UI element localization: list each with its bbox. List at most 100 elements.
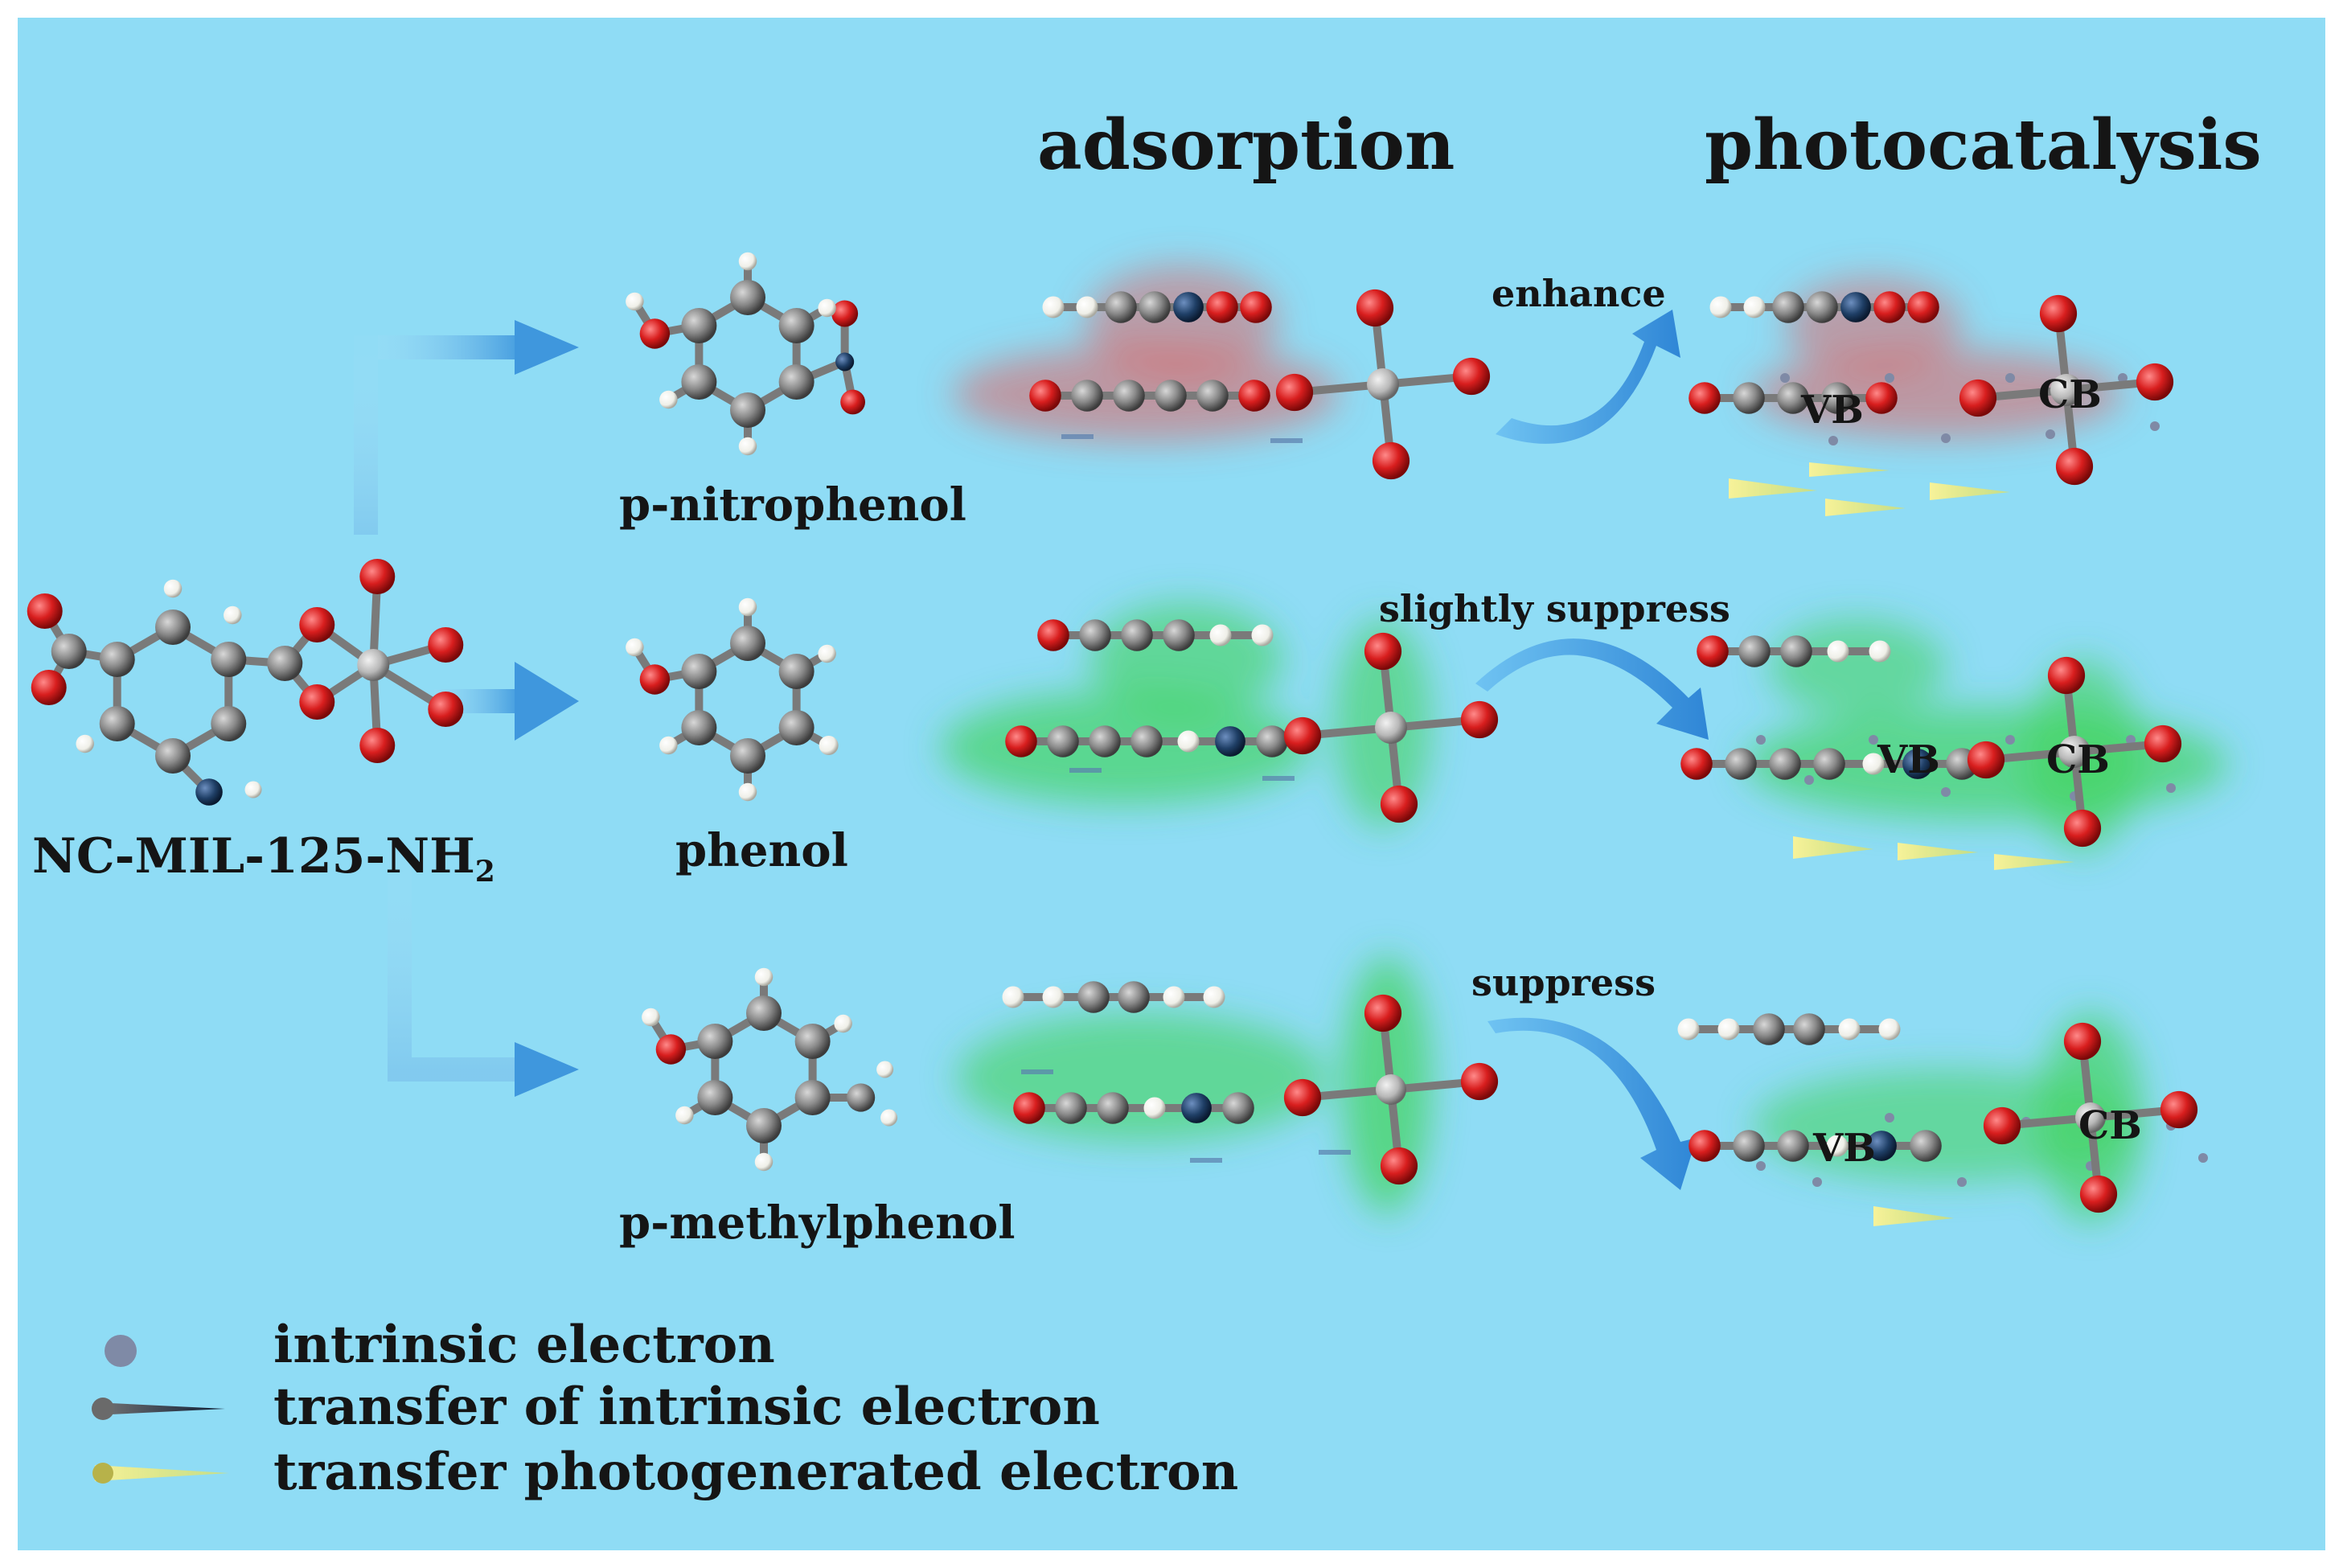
carbon-atom [1077, 981, 1110, 1013]
photocatalysis-header: photocatalysis [1705, 105, 2262, 186]
carbon-atom [1118, 981, 1150, 1013]
nitrogen-atom [1866, 1131, 1897, 1161]
hydrogen-atom [224, 605, 242, 625]
carbon-atom [1047, 725, 1079, 757]
hydrogen-atom [1862, 753, 1885, 775]
carbon-atom [847, 1083, 876, 1112]
carbon-atom [681, 710, 717, 745]
carbon-atom [730, 392, 765, 428]
oxygen-atom [1380, 785, 1418, 823]
carbon-atom [1222, 1092, 1254, 1124]
carbon-atom [211, 706, 247, 741]
oxygen-atom [299, 684, 335, 720]
yellow-transfer-arrow-icon [95, 1465, 229, 1481]
carbon-atom [1772, 291, 1804, 323]
effect-label-3: suppress [1471, 961, 1656, 1004]
carbon-atom [1753, 1013, 1785, 1045]
legend-label-3: transfer photogenerated electron [273, 1442, 1239, 1502]
oxygen-atom [639, 318, 671, 349]
oxygen-atom [1865, 382, 1898, 414]
oxygen-atom [2063, 1022, 2102, 1061]
hydrogen-atom [1251, 624, 1274, 646]
arrow-head-icon [515, 1042, 579, 1097]
effect-label-2: slightly suppress [1379, 587, 1730, 630]
molecule-atoms [27, 252, 2198, 1213]
carbon-atom [1113, 380, 1145, 412]
carbon-atom [267, 646, 303, 681]
oxygen-atom [2047, 656, 2086, 695]
oxygen-atom [359, 559, 396, 594]
carbon-atom [697, 1080, 733, 1115]
titanium-atom [2075, 1102, 2106, 1133]
oxygen-atom [1283, 716, 1322, 755]
hydrogen-atom [1709, 296, 1732, 318]
carbon-atom [1105, 291, 1137, 323]
nitrogen-atom [1902, 749, 1933, 779]
oxygen-atom [2144, 724, 2182, 763]
intrinsic-transfer-dashes [1021, 434, 1351, 1163]
carbon-atom [1155, 380, 1187, 412]
hydrogen-atom [642, 1008, 660, 1027]
carbon-atom [697, 1024, 733, 1059]
carbon-atom [1780, 635, 1812, 667]
oxygen-atom [1680, 748, 1713, 780]
oxygen-atom [1364, 632, 1402, 671]
oxygen-atom [655, 1034, 687, 1065]
oxygen-atom [2136, 363, 2174, 401]
carbon-atom [1079, 619, 1111, 651]
oxygen-atom [1452, 357, 1491, 396]
oxygen-atom [2160, 1090, 2198, 1129]
vb-label-3: VB [1813, 1126, 1876, 1171]
oxygen-atom [1907, 291, 1939, 323]
oxygen-atom [359, 728, 396, 763]
hydrogen-atom [819, 736, 839, 755]
titanium-atom [2058, 736, 2091, 768]
carbon-atom [1769, 748, 1801, 780]
carbon-atom [794, 1024, 831, 1059]
oxygen-atom [428, 692, 464, 727]
legend-label-1: intrinsic electron [273, 1315, 775, 1375]
vb-label-1: VB [1801, 388, 1864, 433]
nitrogen-atom [835, 352, 855, 371]
carbon-atom [1813, 748, 1845, 780]
carbon-atom [730, 280, 765, 315]
titanium-atom [357, 649, 390, 681]
oxygen-atom [2063, 809, 2102, 848]
hydrogen-atom [659, 736, 678, 755]
hydrogen-atom [1143, 1097, 1166, 1119]
adsorption-header: adsorption [1037, 105, 1455, 186]
oxygen-atom [1356, 289, 1394, 327]
carbon-atom [1139, 291, 1171, 323]
hydrogen-atom [1163, 986, 1185, 1008]
carbon-atom [778, 710, 815, 745]
carbon-atom [99, 642, 135, 677]
hydrogen-atom [738, 252, 757, 271]
hydrogen-atom [1827, 640, 1849, 663]
transition-arrows [1475, 310, 1709, 1190]
hydrogen-atom [675, 1106, 694, 1125]
intrinsic-electron-dot-icon [105, 1335, 137, 1367]
oxygen-atom [1238, 380, 1270, 412]
hydrogen-atom [1042, 296, 1065, 318]
carbon-atom [1256, 725, 1288, 757]
carbon-atom [1121, 619, 1153, 651]
carbon-atom [681, 364, 717, 400]
oxygen-atom [1013, 1092, 1045, 1124]
titanium-atom [1376, 1074, 1406, 1105]
carbon-atom [211, 642, 247, 677]
carbon-atom [778, 654, 815, 689]
hydrogen-atom [1042, 986, 1065, 1008]
carbon-atom [1055, 1092, 1087, 1124]
oxygen-atom [1275, 373, 1314, 412]
titanium-atom [2050, 374, 2082, 406]
carbon-atom [1733, 1130, 1765, 1162]
carbon-atom [1777, 382, 1809, 414]
carbon-atom [1163, 619, 1195, 651]
hydrogen-atom [1177, 730, 1200, 753]
carbon-atom [746, 995, 782, 1031]
oxygen-atom [27, 593, 63, 629]
carbon-atom [746, 1108, 782, 1143]
photo-electron-arrows [1729, 462, 2074, 1226]
hydrogen-atom [626, 638, 644, 657]
